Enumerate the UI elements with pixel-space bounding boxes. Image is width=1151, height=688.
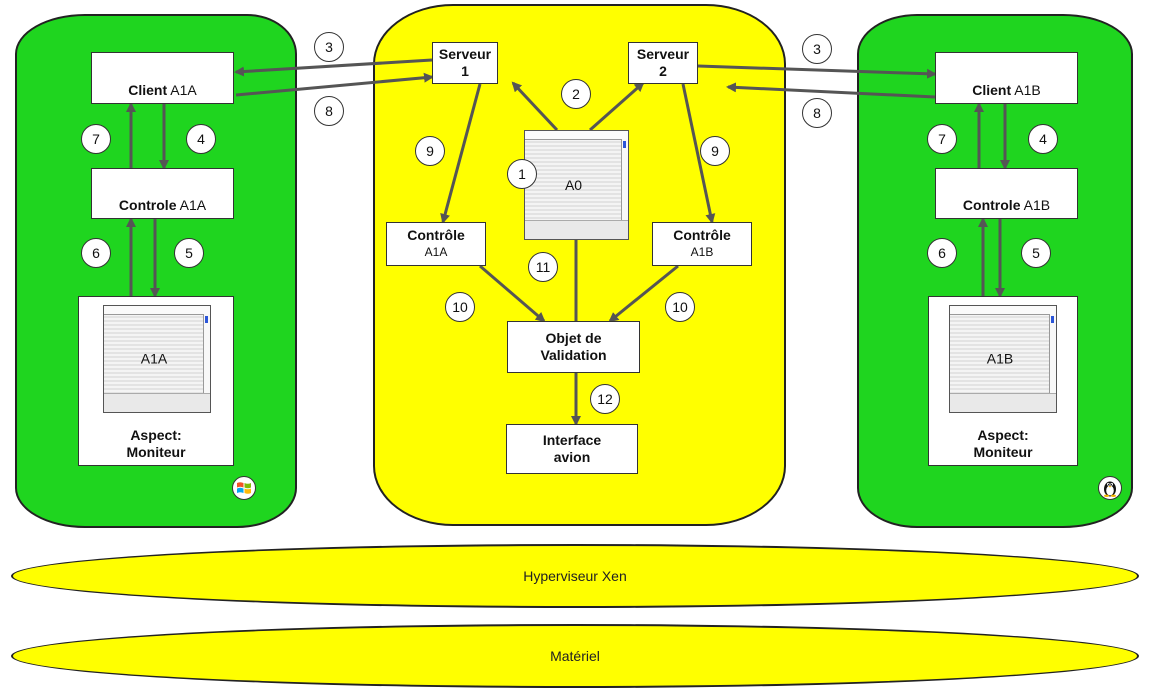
monitor-window-a1b: A1B bbox=[949, 305, 1057, 413]
linux-tux-icon bbox=[1098, 476, 1122, 500]
aspect-left-line2: Moniteur bbox=[79, 444, 233, 461]
interface-avion-box: Interface avion bbox=[506, 424, 638, 474]
serveur-2-box: Serveur 2 bbox=[628, 42, 698, 84]
monitor-window-a1a-label: A1A bbox=[104, 351, 204, 368]
window-footer bbox=[525, 220, 628, 239]
client-a1b-box: Client A1B bbox=[935, 52, 1078, 104]
controle-a1b-center-box: Contrôle A1B bbox=[652, 222, 752, 266]
serveur-1-line2: 1 bbox=[461, 63, 469, 80]
controle-a1a-sub: A1A bbox=[180, 197, 206, 213]
arrow-9-left bbox=[443, 84, 480, 222]
step-badge-6-right: 6 bbox=[927, 238, 957, 268]
aspect-left-line1: Aspect: bbox=[79, 427, 233, 444]
monitor-window-a0-label: A0 bbox=[525, 177, 622, 193]
monitor-window-a1b-label: A1B bbox=[950, 351, 1050, 368]
windows-logo-icon bbox=[232, 476, 256, 500]
interface-line1: Interface bbox=[543, 432, 601, 449]
step-badge-9-right: 9 bbox=[700, 136, 730, 166]
arrow-8-left bbox=[236, 77, 432, 95]
step-badge-10-right: 10 bbox=[665, 292, 695, 322]
client-a1b-label: Client bbox=[972, 82, 1011, 98]
step-badge-8-left: 8 bbox=[314, 96, 344, 126]
controle-a1b-box: Controle A1B bbox=[935, 168, 1078, 219]
client-a1a-label: Client bbox=[128, 82, 167, 98]
step-badge-2: 2 bbox=[561, 79, 591, 109]
client-a1a-box: Client A1A bbox=[91, 52, 234, 104]
step-badge-5-left: 5 bbox=[174, 238, 204, 268]
step-badge-5-right: 5 bbox=[1021, 238, 1051, 268]
serveur-2-line2: 2 bbox=[659, 63, 667, 80]
step-badge-8-right: 8 bbox=[802, 98, 832, 128]
controle-a1b-sub: A1B bbox=[1024, 197, 1050, 213]
step-badge-12: 12 bbox=[590, 384, 620, 414]
monitor-window-a0: A0 bbox=[524, 130, 629, 240]
aspect-right-line1: Aspect: bbox=[929, 427, 1077, 444]
step-badge-4-right: 4 bbox=[1028, 124, 1058, 154]
step-badge-7-left: 7 bbox=[81, 124, 111, 154]
arrow-8-right bbox=[728, 87, 935, 97]
window-titlebar bbox=[104, 306, 210, 315]
client-a1a-sub: A1A bbox=[170, 82, 196, 98]
serveur-1-box: Serveur 1 bbox=[432, 42, 498, 84]
interface-line2: avion bbox=[554, 449, 591, 466]
step-badge-11: 11 bbox=[528, 252, 558, 282]
serveur-2-line1: Serveur bbox=[637, 46, 689, 63]
objet-line2: Validation bbox=[540, 347, 606, 364]
arrow-2-to-serveur2 bbox=[590, 83, 643, 130]
controle-center-a-label: Contrôle bbox=[407, 227, 465, 244]
step-badge-3-left: 3 bbox=[314, 32, 344, 62]
monitor-window-a1a: A1A bbox=[103, 305, 211, 413]
window-footer bbox=[104, 393, 210, 412]
window-titlebar bbox=[950, 306, 1056, 315]
step-badge-4-left: 4 bbox=[186, 124, 216, 154]
controle-a1a-center-box: Contrôle A1A bbox=[386, 222, 486, 266]
controle-a1a-label: Controle bbox=[119, 197, 177, 213]
controle-center-b-sub: A1B bbox=[691, 244, 714, 261]
aspect-moniteur-left-box: A1A Aspect: Moniteur bbox=[78, 296, 234, 466]
arrow-3-left bbox=[236, 60, 432, 72]
window-footer bbox=[950, 393, 1056, 412]
aspect-right-line2: Moniteur bbox=[929, 444, 1077, 461]
step-badge-3-right: 3 bbox=[802, 34, 832, 64]
objet-line1: Objet de bbox=[545, 330, 601, 347]
controle-a1a-box: Controle A1A bbox=[91, 168, 234, 219]
step-badge-6-left: 6 bbox=[81, 238, 111, 268]
controle-center-a-sub: A1A bbox=[425, 244, 448, 261]
controle-a1b-label: Controle bbox=[963, 197, 1021, 213]
window-titlebar bbox=[525, 131, 628, 140]
client-a1b-sub: A1B bbox=[1014, 82, 1040, 98]
serveur-1-line1: Serveur bbox=[439, 46, 491, 63]
objet-de-validation-box: Objet de Validation bbox=[507, 321, 640, 373]
step-badge-7-right: 7 bbox=[927, 124, 957, 154]
arrow-2-to-serveur1 bbox=[513, 83, 557, 130]
controle-center-b-label: Contrôle bbox=[673, 227, 731, 244]
aspect-moniteur-right-box: A1B Aspect: Moniteur bbox=[928, 296, 1078, 466]
step-badge-1: 1 bbox=[507, 159, 537, 189]
step-badge-9-left: 9 bbox=[415, 136, 445, 166]
step-badge-10-left: 10 bbox=[445, 292, 475, 322]
arrow-3-right bbox=[698, 66, 935, 74]
